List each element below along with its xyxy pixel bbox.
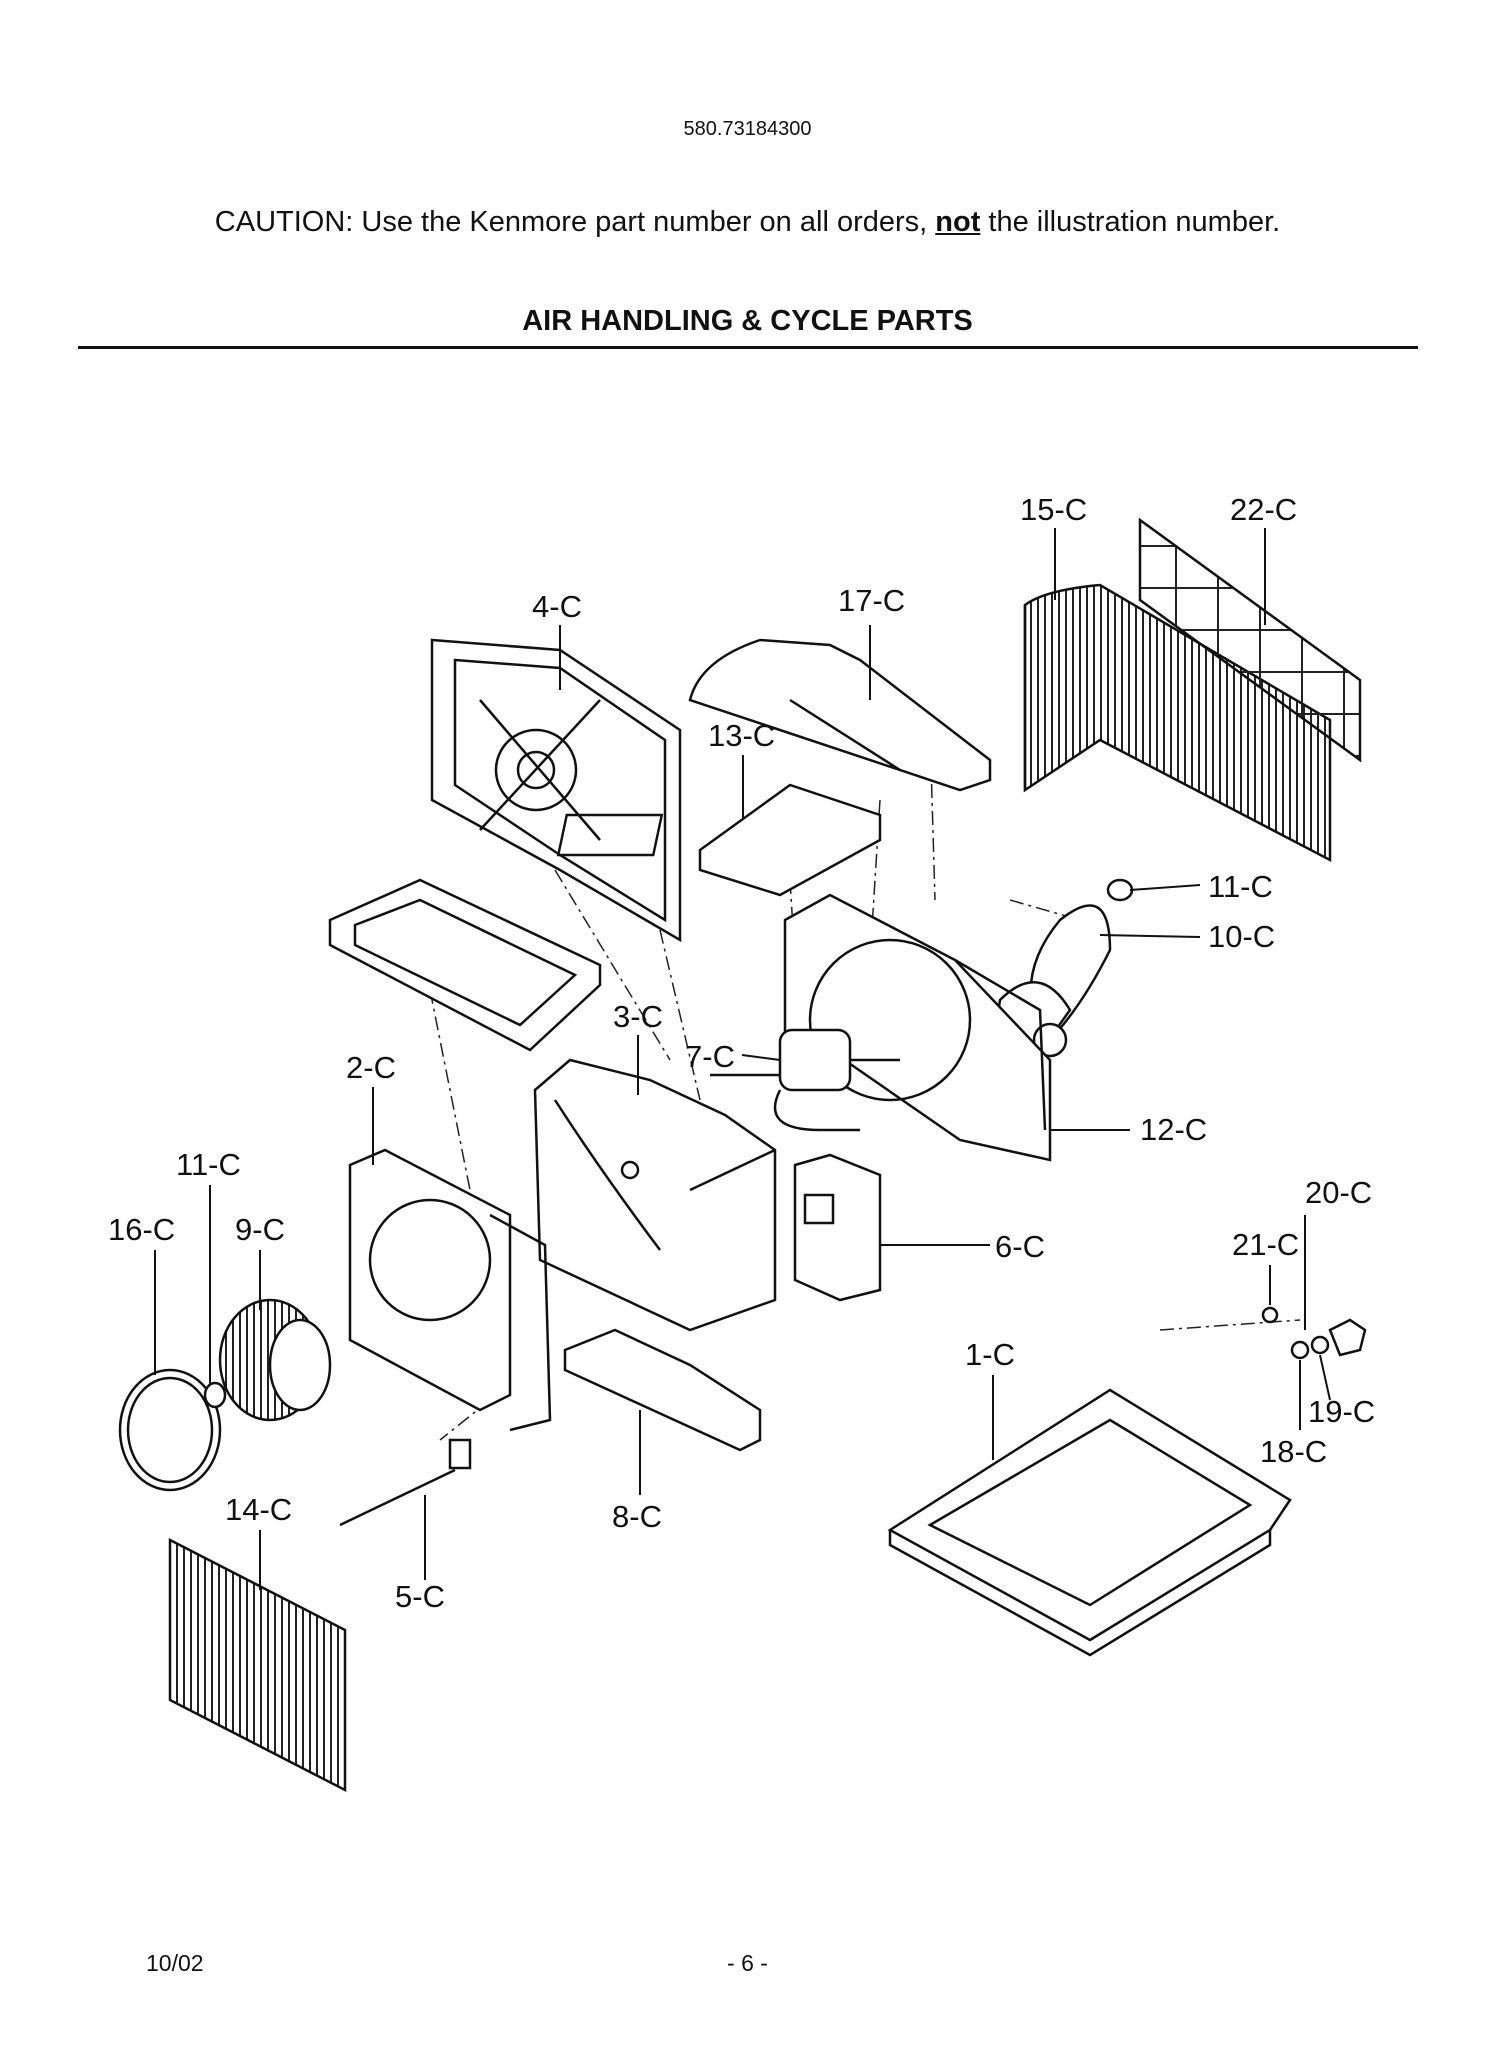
part-air-deflector xyxy=(688,638,992,792)
part-drain-tray xyxy=(328,878,602,1052)
page-number: - 6 - xyxy=(727,1950,768,1976)
callout-14-c: 14-C xyxy=(225,1492,292,1527)
caution-note: CAUTION: Use the Kenmore part number on … xyxy=(0,206,1495,239)
part-fan-motor xyxy=(710,1028,900,1132)
part-retainer-upper xyxy=(1106,878,1134,902)
part-scroll-housing xyxy=(533,1058,777,1332)
part-grille xyxy=(1138,517,1362,763)
section-title: AIR HANDLING & CYCLE PARTS xyxy=(522,305,973,337)
callout-6-c: 6-C xyxy=(995,1229,1045,1264)
part-base-rail xyxy=(563,1328,762,1452)
callout-20-c: 20-C xyxy=(1305,1175,1372,1210)
callout-8-c: 8-C xyxy=(612,1499,662,1534)
callout-labels: 15-C 22-C 4-C 17-C 13-C 11-C 10-C 3-C 7-… xyxy=(108,492,1375,1614)
part-blower-wheel xyxy=(218,1298,332,1422)
part-orifice-panel xyxy=(348,1148,552,1432)
part-slinger-ring xyxy=(118,1368,222,1492)
part-condenser-coil xyxy=(1023,583,1332,863)
part-shroud xyxy=(783,893,1052,1162)
part-elbow xyxy=(1328,1318,1367,1357)
assembly-guide-lines xyxy=(429,729,1301,1441)
part-retainer-lower xyxy=(203,1381,227,1409)
callout-9-c: 9-C xyxy=(235,1212,285,1247)
callout-16-c: 16-C xyxy=(108,1212,175,1247)
callout-15-c: 15-C xyxy=(1020,492,1087,527)
model-number: 580.73184300 xyxy=(683,118,812,140)
part-evaporator-coil xyxy=(168,1537,347,1793)
part-base-pan xyxy=(887,1388,1292,1657)
caution-emphasis: not xyxy=(935,206,981,238)
callout-22-c: 22-C xyxy=(1230,492,1297,527)
callout-7-c: 7-C xyxy=(685,1039,735,1074)
callout-10-c: 10-C xyxy=(1208,919,1275,954)
revision-date: 10/02 xyxy=(146,1950,204,1976)
part-nut xyxy=(1310,1335,1330,1355)
title-divider xyxy=(78,346,1418,349)
callout-21-c: 21-C xyxy=(1232,1227,1299,1262)
caution-prefix: CAUTION: Use the Kenmore part number on … xyxy=(214,206,936,238)
callout-4-c: 4-C xyxy=(532,589,582,624)
part-washer xyxy=(1290,1340,1310,1360)
callout-18-c: 18-C xyxy=(1260,1434,1327,1469)
part-sensor xyxy=(339,1438,472,1527)
leader-lines xyxy=(154,528,1331,1590)
caution-suffix: the illustration number. xyxy=(980,206,1281,238)
callout-5-c: 5-C xyxy=(395,1579,445,1614)
callout-13-c: 13-C xyxy=(708,718,775,753)
callout-1-c: 1-C xyxy=(965,1337,1015,1372)
part-control-bracket xyxy=(793,1153,882,1302)
part-drain-fittings xyxy=(1261,1306,1367,1360)
callout-11-c-upper: 11-C xyxy=(1208,869,1273,904)
part-top-panel xyxy=(430,638,682,943)
callout-19-c: 19-C xyxy=(1308,1394,1375,1429)
callout-12-c: 12-C xyxy=(1140,1112,1207,1147)
callout-3-c: 3-C xyxy=(613,999,663,1034)
callout-17-c: 17-C xyxy=(838,583,905,618)
part-control-plate xyxy=(556,783,882,897)
callout-11-c-lower: 11-C xyxy=(176,1147,241,1182)
part-drain-cap xyxy=(1261,1306,1279,1324)
callout-2-c: 2-C xyxy=(346,1050,396,1085)
